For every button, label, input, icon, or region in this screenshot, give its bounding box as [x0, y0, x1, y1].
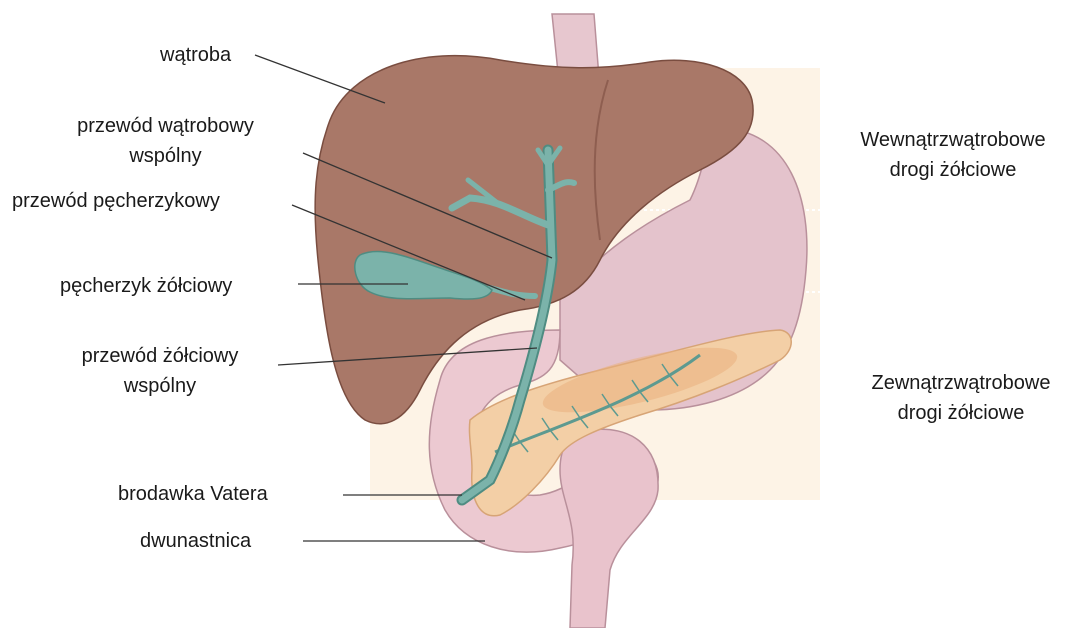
label-common-bile-duct-line1: przewód żółciowy [60, 343, 260, 369]
label-gallbladder: pęcherzyk żółciowy [60, 273, 232, 299]
label-papilla: brodawka Vatera [118, 481, 268, 507]
label-common-hepatic-duct-line2: wspólny [58, 143, 273, 169]
region-intrahepatic-line1: Wewnątrzwątrobowe [828, 126, 1078, 154]
region-extrahepatic-line2: drogi żółciowe [836, 399, 1086, 427]
label-cystic-duct: przewód pęcherzykowy [12, 188, 220, 214]
region-extrahepatic-line1: Zewnątrzwątrobowe [836, 369, 1086, 397]
jejunum [560, 429, 658, 628]
region-intrahepatic-line2: drogi żółciowe [828, 156, 1078, 184]
label-common-bile-duct-line2: wspólny [60, 373, 260, 399]
label-liver: wątroba [160, 42, 231, 68]
label-common-hepatic-duct-line1: przewód wątrobowy [58, 113, 273, 139]
label-duodenum: dwunastnica [140, 528, 251, 554]
